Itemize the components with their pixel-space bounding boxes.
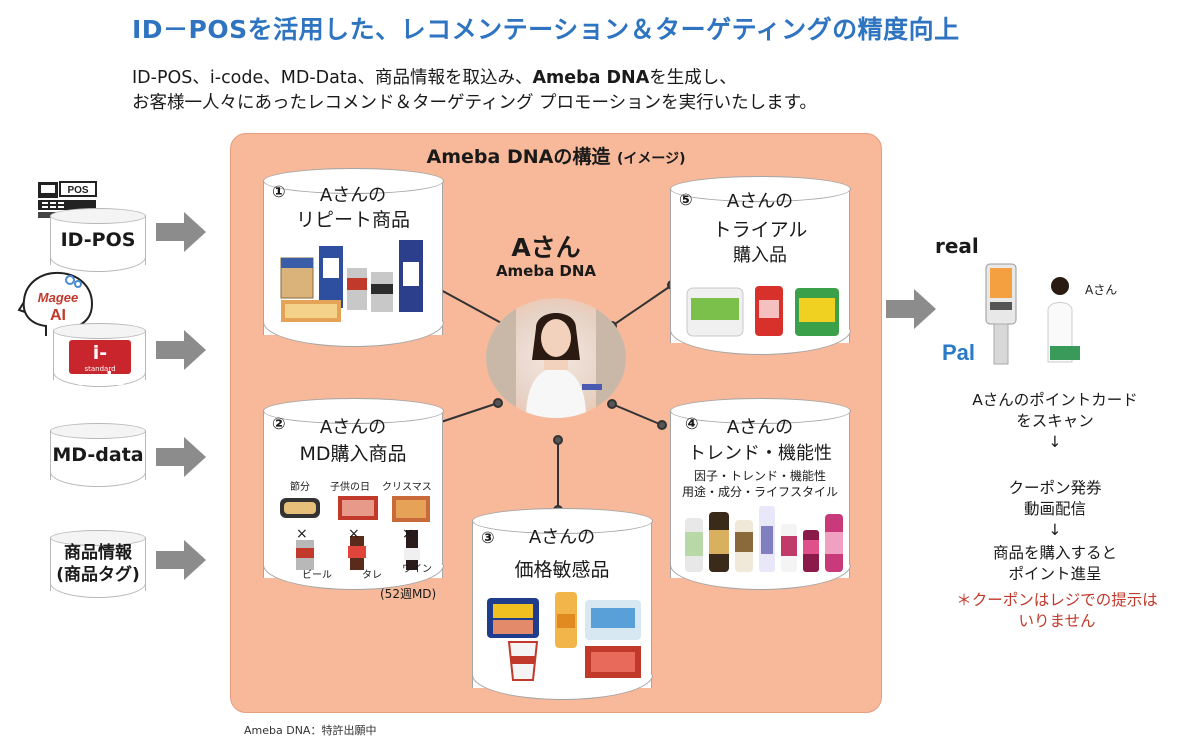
cylinder-number: ④ bbox=[685, 414, 699, 433]
md-item-tare: タレ bbox=[362, 570, 382, 581]
cylinder-sub-line1: 因子・トレンド・機能性 bbox=[693, 469, 826, 483]
ai-head-icon: Magee AI bbox=[17, 271, 94, 336]
md-note: (52週MD) bbox=[380, 587, 437, 601]
icode-label: i-code bbox=[74, 342, 126, 390]
cylinder-title-line2: トライアル bbox=[712, 219, 808, 241]
flow-step-scan-line2: をスキャン bbox=[1016, 412, 1094, 430]
cylinder-title-line1: Aさんの bbox=[528, 527, 596, 548]
arrow-right-icon bbox=[886, 289, 936, 329]
intro-line2: お客様一人々にあったレコメンド＆ターゲティング プロモーションを実行いたします。 bbox=[132, 93, 817, 113]
flow-down-arrow: ↓ bbox=[1048, 433, 1062, 451]
idpos-cylinder: ID-POS bbox=[50, 208, 146, 272]
flow-step-purchase: 商品を購入すると ポイント進呈 bbox=[930, 543, 1180, 585]
intro-line1-pre: ID-POS、i-code、MD-Data、商品情報を取込み、 bbox=[132, 68, 533, 88]
cylinder-repeat-products: ① Aさんの リピート商品 bbox=[262, 168, 444, 347]
cylinder-title-line1: Aさんの bbox=[319, 417, 387, 438]
arrow-right-icon bbox=[156, 540, 206, 580]
cylinder-trend-functional: ④ Aさんの トレンド・機能性 因子・トレンド・機能性 用途・成分・ライフスタイ… bbox=[669, 398, 851, 590]
flow-step-purchase-line2: ポイント進呈 bbox=[1008, 565, 1102, 583]
center-ameba-dna-label: Ameba DNA bbox=[495, 262, 597, 280]
md-item-beer: ビール bbox=[302, 570, 332, 581]
panel-title: Ameba DNAの構造 (イメージ) bbox=[231, 142, 881, 169]
md-category-kodomo: 子供の日 bbox=[330, 482, 370, 493]
arrow-right-icon bbox=[156, 212, 206, 252]
cylinder-title-line2: 価格敏感品 bbox=[514, 559, 610, 581]
trend-products-image bbox=[685, 506, 843, 572]
flow-step-coupon-line1: クーポン発券 bbox=[1008, 479, 1102, 497]
flow-step-coupon-line2: 動画配信 bbox=[1023, 500, 1086, 518]
cylinder-title-line2: リピート商品 bbox=[295, 209, 410, 231]
cylinder-number: ① bbox=[272, 182, 286, 201]
cylinder-title-line1: Aさんの bbox=[726, 191, 794, 212]
kiosk-person-label: Aさん bbox=[1085, 283, 1118, 297]
page-title: ID－POSを活用した、レコメンテーション＆ターゲティングの精度向上 bbox=[132, 15, 960, 44]
customer-avatar-icon bbox=[486, 298, 626, 418]
pos-icon-label: POS bbox=[67, 185, 88, 196]
mddata-cylinder: MD-data bbox=[50, 423, 146, 487]
product-info-line2: (商品タグ) bbox=[56, 565, 140, 585]
flow-coupon-note: ＊クーポンはレジでの提示は いりません bbox=[932, 590, 1182, 632]
arrow-right-icon bbox=[156, 437, 206, 477]
ai-brand-label: Magee bbox=[38, 290, 78, 305]
intro-text: ID-POS、i-code、MD-Data、商品情報を取込み、Ameba DNA… bbox=[132, 66, 817, 116]
customer-photo bbox=[486, 298, 626, 418]
flow-step-scan-line1: Aさんのポイントカード bbox=[972, 391, 1138, 409]
cylinder-title-line1: Aさんの bbox=[319, 185, 387, 206]
repeat-products-image bbox=[280, 240, 423, 322]
svg-text:Pal: Pal bbox=[942, 340, 975, 365]
panel-title-main: Ameba DNAの構造 bbox=[426, 146, 611, 168]
md-category-setsubun: 節分 bbox=[290, 482, 310, 493]
cylinder-number: ⑤ bbox=[679, 190, 693, 209]
patent-footnote: Ameba DNA：特許出願中 bbox=[244, 724, 377, 737]
intro-line1-bold: Ameba DNA bbox=[532, 68, 650, 88]
panel-title-small: (イメージ) bbox=[616, 151, 686, 167]
store-kiosk-image: Pal bbox=[942, 263, 1080, 365]
mddata-label: MD-data bbox=[52, 444, 144, 466]
cylinder-number: ③ bbox=[481, 528, 495, 547]
cylinder-price-sensitive: ③ Aさんの 価格敏感品 bbox=[471, 508, 653, 700]
intro-line1-post: を生成し、 bbox=[649, 68, 737, 88]
cylinder-trial-purchase: ⑤ Aさんの トライアル 購入品 bbox=[669, 176, 851, 355]
icode-sub-label: standard bbox=[84, 365, 116, 373]
cylinder-title-line3: 購入品 bbox=[733, 245, 787, 266]
cylinder-number: ② bbox=[272, 414, 286, 433]
cross-mark: × bbox=[296, 526, 308, 542]
flow-step-purchase-line1: 商品を購入すると bbox=[992, 544, 1117, 562]
flow-step-scan: Aさんのポイントカード をスキャン ↓ bbox=[930, 390, 1180, 453]
product-info-cylinder: 商品情報 (商品タグ) bbox=[50, 530, 146, 598]
cylinder-sub-line2: 用途・成分・ライフスタイル bbox=[681, 485, 838, 499]
center-person-name: Aさん bbox=[511, 233, 581, 262]
md-category-christmas: クリスマス bbox=[382, 482, 432, 493]
md-item-wine: ワイン bbox=[402, 564, 432, 575]
cylinder-title-line2: MD購入商品 bbox=[299, 443, 407, 465]
flow-down-arrow: ↓ bbox=[1048, 521, 1062, 539]
flow-note-line2: いりません bbox=[1018, 612, 1096, 630]
product-info-line1: 商品情報 bbox=[64, 543, 132, 563]
ai-label: AI bbox=[50, 307, 66, 324]
real-label: real bbox=[935, 234, 979, 258]
flow-note-line1: ＊クーポンはレジでの提示は bbox=[956, 591, 1158, 609]
cylinder-title-line1: Aさんの bbox=[726, 417, 794, 438]
md-products-image bbox=[280, 496, 430, 570]
cross-mark: × bbox=[402, 526, 414, 542]
cross-mark: × bbox=[348, 526, 360, 542]
cylinder-md-products: ② Aさんの MD購入商品 節分 子供の日 クリスマス × × × ビール タレ… bbox=[262, 398, 444, 590]
trial-products-image bbox=[686, 286, 839, 337]
idpos-label: ID-POS bbox=[60, 229, 136, 251]
arrow-right-icon bbox=[156, 330, 206, 370]
flow-step-coupon: クーポン発券 動画配信 ↓ bbox=[930, 478, 1180, 541]
cylinder-title-line2: トレンド・機能性 bbox=[688, 443, 832, 464]
price-sensitive-image bbox=[487, 592, 641, 681]
